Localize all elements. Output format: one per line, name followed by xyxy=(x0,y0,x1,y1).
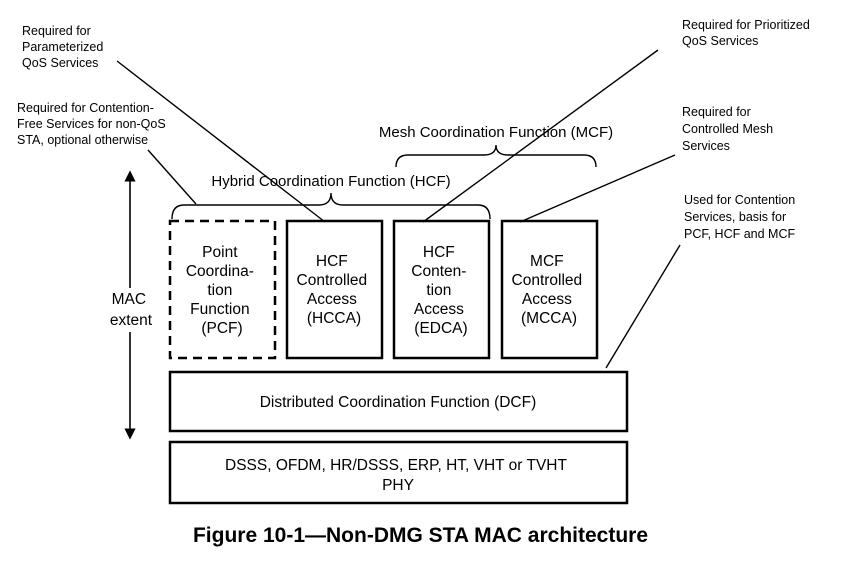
phy-box-label: DSSS, OFDM, HR/DSSS, ERP, HT, VHT or TVH… xyxy=(225,457,571,494)
mac-extent-label: MAC extent xyxy=(110,291,153,329)
leader-line-mcca xyxy=(519,154,676,223)
hcca-box-label: HCF Controlled Access (HCCA) xyxy=(297,253,372,327)
note-contention-services: Used for Contention Services, basis for … xyxy=(684,193,799,241)
note-contention-free: Required for Contention- Free Services f… xyxy=(17,101,169,147)
dcf-box xyxy=(168,370,629,433)
leader-line-pcf xyxy=(147,149,197,205)
pcf-box xyxy=(168,219,277,360)
edca-box xyxy=(392,219,491,360)
note-controlled-mesh: Required for Controlled Mesh Services xyxy=(682,105,777,153)
phy-box xyxy=(168,440,629,505)
note-prioritized-qos: Required for Prioritized QoS Services xyxy=(682,18,813,48)
hcf-brace xyxy=(171,192,491,220)
figure-caption: Figure 10-1—Non-DMG STA MAC architecture xyxy=(192,524,649,547)
note-parameterized-qos: Required for Parameterized QoS Services xyxy=(22,24,107,70)
hcf-brace-label: Hybrid Coordination Function (HCF) xyxy=(211,173,450,190)
pcf-box-label: Point Coordina- tion Function (PCF) xyxy=(186,244,258,337)
leader-line-hcca xyxy=(116,60,326,223)
mac-extent-label-bg xyxy=(100,288,162,332)
mac-architecture-diagram: Required for Parameterized QoS Services … xyxy=(17,18,813,505)
hcca-box xyxy=(285,219,384,360)
leader-line-edca xyxy=(422,49,659,223)
leader-line-dcf xyxy=(605,244,681,369)
leader-lines xyxy=(116,49,681,369)
dcf-box-label: Distributed Coordination Function (DCF) xyxy=(260,394,537,411)
mcf-brace xyxy=(395,144,597,168)
mcf-brace-label: Mesh Coordination Function (MCF) xyxy=(379,124,613,141)
edca-box-label: HCF Conten- tion Access (EDCA) xyxy=(411,244,470,337)
mcca-box-label: MCF Controlled Access (MCCA) xyxy=(512,253,587,327)
mcca-box xyxy=(500,219,599,360)
